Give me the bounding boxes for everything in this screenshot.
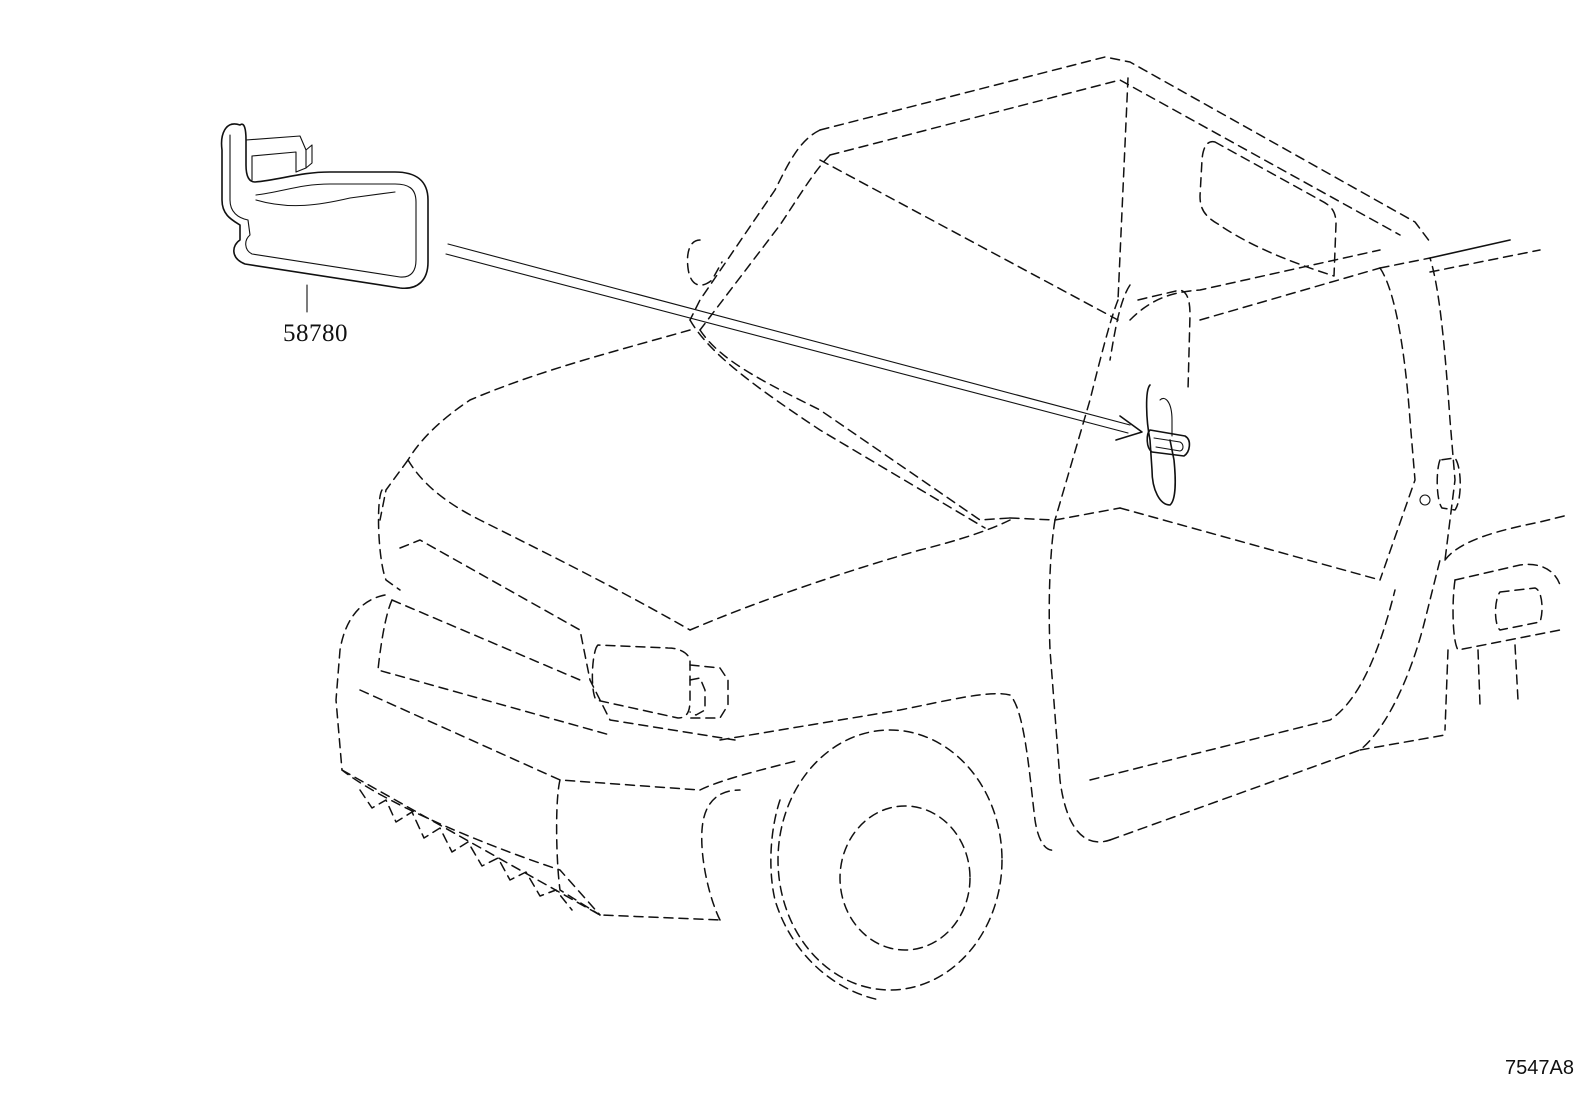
vehicle-outline [335,56,1569,1001]
diagram-reference-code: 7547A8 [1505,1057,1574,1079]
hook-part-illustration [220,123,429,313]
part-number-label: 58780 [283,320,348,347]
pointer-arrow [445,243,1143,441]
